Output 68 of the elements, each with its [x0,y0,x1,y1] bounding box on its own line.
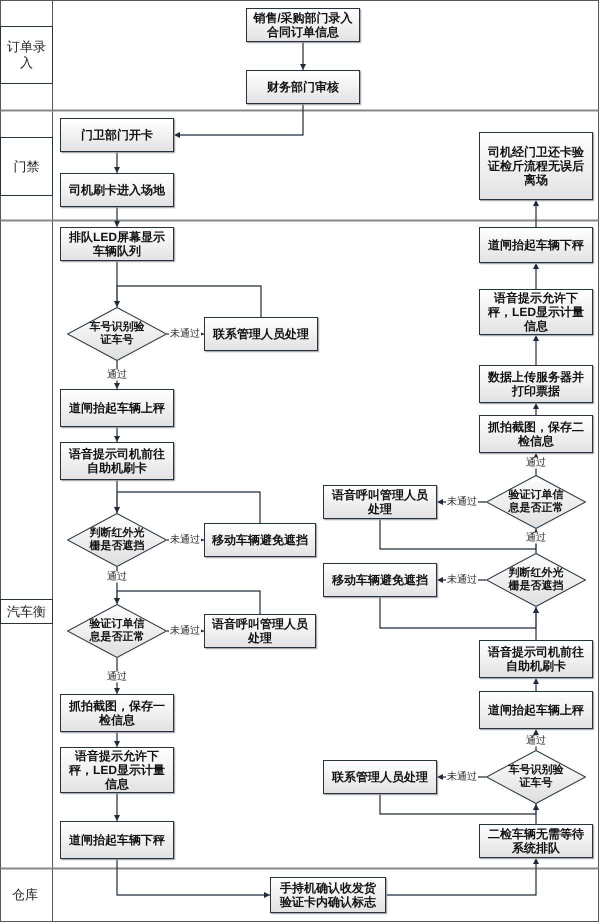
arrow [114,658,120,694]
process-box: 数据上传服务器并打印票据 [479,365,593,403]
decision-diamond: 车号识别验证车号 [486,750,586,804]
edge-label: 未通过 [446,772,478,782]
decision-diamond: 验证订单信息是否正常 [67,604,167,658]
process-box: 财务部门审核 [246,70,360,104]
arrow [533,729,539,750]
process-box: 排队LED屏幕显示车辆队列 [60,227,174,261]
process-box: 移动车辆避免遮挡 [204,523,316,557]
arrow [114,285,262,317]
edge-label: 通过 [525,736,547,746]
process-box: 抓拍截图，保存一检信息 [60,694,174,732]
arrow [533,678,539,691]
arrow [114,427,120,442]
decision-diamond: 车号识别验证车号 [67,307,167,361]
edge-label: 通过 [106,370,128,380]
lane-header: 订单录入 [0,26,53,84]
decision-diamond: 判断红外光栅是否遮挡 [486,553,586,607]
process-box: 抓拍截图，保存二检信息 [479,415,593,453]
lane-title: 仓库 [12,886,38,904]
edge-label: 通过 [525,458,547,468]
process-box: 联系管理人员处理 [323,760,437,794]
arrow [114,152,120,173]
arrow [533,453,539,475]
arrow [174,104,304,138]
edge-label: 通过 [106,672,128,682]
process-box: 语音提示允许下秤，LED显示计量信息 [60,747,174,793]
arrow [379,794,539,815]
process-box: 道闸抬起车辆上秤 [479,691,593,729]
edge-label: 通过 [525,532,547,544]
arrow [114,207,120,227]
arrow [379,519,539,550]
arrow [386,858,539,896]
arrow [114,793,120,821]
process-box: 语音提示司机前往自助机刷卡 [479,640,593,678]
arrow [300,42,306,70]
process-box: 语音提示允许下秤，LED显示计量信息 [479,289,593,335]
decision-diamond: 验证订单信息是否正常 [486,475,586,529]
edge-label: 通过 [106,572,128,582]
arrow [114,361,120,389]
process-box: 手持机确认收发货验证卡内确认标志 [270,877,386,913]
process-box: 语音提示司机前往自助机刷卡 [60,442,174,480]
process-box: 道闸抬起车辆下秤 [60,821,174,859]
process-box: 司机经门卫还卡验证检斤流程无误后离场 [479,132,593,200]
arrow [114,590,261,614]
arrow [533,335,539,365]
arrow [379,597,539,629]
edge-label: 未通过 [446,496,478,508]
process-box: 二检车辆无需等待系统排队 [479,824,593,858]
arrow [116,859,270,898]
process-box: 道闸抬起车辆下秤 [479,227,593,263]
arrow [533,200,539,227]
process-box: 语音呼叫管理人员处理 [323,485,437,519]
edge-label: 未通过 [446,574,478,586]
process-box: 司机刷卡进入场地 [60,173,174,207]
arrow [114,491,261,523]
arrow [114,732,120,747]
arrow [533,263,539,289]
lane-header: 汽车衡 [0,599,53,624]
arrow [533,403,539,415]
process-box: 门卫部门开卡 [60,118,174,152]
process-box: 销售/采购部门录入合同订单信息 [246,8,360,42]
process-box: 语音呼叫管理人员处理 [204,614,316,648]
decision-diamond: 判断红外光栅是否遮挡 [67,513,167,567]
process-box: 道闸抬起车辆上秤 [60,389,174,427]
process-box: 联系管理人员处理 [204,317,318,351]
lane-header: 门禁 [0,137,53,196]
process-box: 移动车辆避免遮挡 [323,563,437,597]
